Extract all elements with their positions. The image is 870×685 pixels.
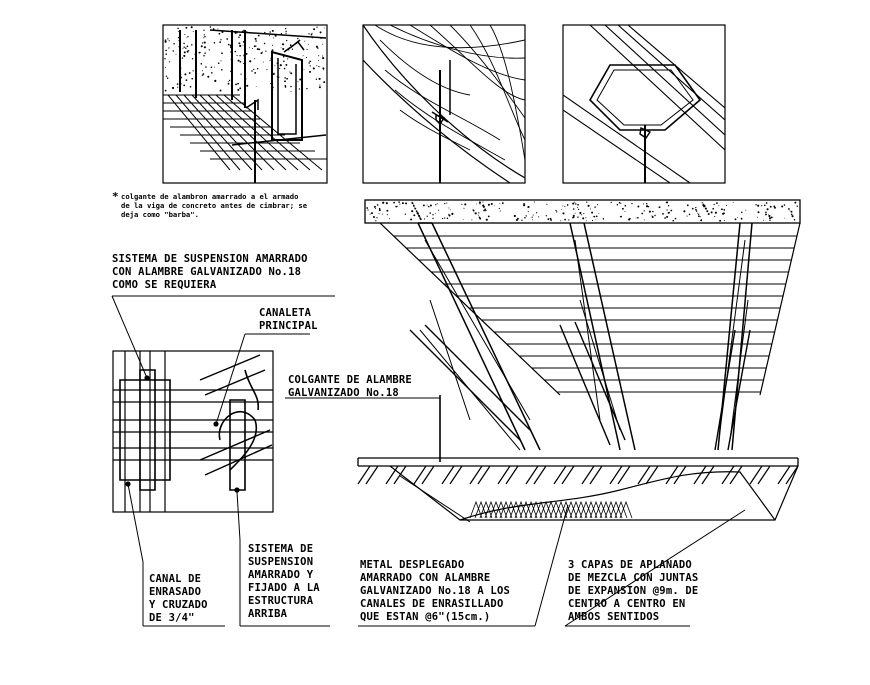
furring-channel-line-4: DE 3/4" bbox=[149, 612, 195, 624]
suspension-tied-line-1: SISTEMA DE bbox=[248, 543, 313, 555]
suspension-tied-line-6: ARRIBA bbox=[248, 608, 288, 620]
wire-hanger-line-1: COLGANTE DE ALAMBRE bbox=[288, 374, 412, 386]
suspension-tied-line-4: FIJADO A LA bbox=[248, 582, 320, 594]
note-line-2: de la viga de concreto antes de cimbrar;… bbox=[121, 201, 308, 210]
expanded-metal-line-5: QUE ESTAN @6"(15cm.) bbox=[360, 611, 490, 623]
suspension-tied-line-3: AMARRADO Y bbox=[248, 569, 314, 581]
label-furring-channel: CANAL DE ENRASADO Y CRUZADO DE 3/4" bbox=[149, 573, 208, 624]
detail-beam-rebar-hanger bbox=[162, 24, 328, 184]
plaster-line-1: 3 CAPAS DE APLANADO bbox=[568, 559, 692, 571]
expanded-metal-line-1: METAL DESPLEGADO bbox=[360, 559, 464, 571]
note-marker: * bbox=[112, 190, 119, 203]
label-suspension-tied: SISTEMA DE SUSPENSION AMARRADO Y FIJADO … bbox=[248, 543, 320, 620]
expanded-metal-line-2: AMARRADO CON ALAMBRE bbox=[360, 572, 490, 584]
hanger-note: * colgante de alambron amarrado a el arm… bbox=[112, 190, 308, 219]
leader-lines bbox=[111, 295, 746, 627]
furring-channel-line-1: CANAL DE bbox=[149, 573, 201, 585]
note-line-1: colgante de alambron amarrado a el armad… bbox=[121, 192, 298, 201]
plaster-line-2: DE MEZCLA CON JUNTAS bbox=[568, 572, 698, 584]
main-channel-line-1: CANALETA bbox=[259, 307, 312, 319]
label-plaster: 3 CAPAS DE APLANADO DE MEZCLA CON JUNTAS… bbox=[568, 559, 698, 623]
suspension-system-line-3: COMO SE REQUIERA bbox=[112, 279, 217, 291]
suspension-tied-line-2: SUSPENSION bbox=[248, 556, 313, 568]
main-channel-line-2: PRINCIPAL bbox=[259, 320, 318, 332]
suspension-system-line-2: CON ALAMBRE GALVANIZADO No.18 bbox=[112, 266, 301, 278]
detail-wood-beam-hanger bbox=[362, 24, 526, 184]
concrete-slab bbox=[364, 199, 801, 224]
note-line-3: deja como "barba". bbox=[121, 210, 199, 219]
plaster-line-5: AMBOS SENTIDOS bbox=[568, 611, 659, 623]
wire-hanger-line-2: GALVANIZADO No.18 bbox=[288, 387, 399, 399]
label-wire-hanger: COLGANTE DE ALAMBRE GALVANIZADO No.18 bbox=[288, 374, 412, 399]
plaster-line-3: DE EXPANSION @9m. DE bbox=[568, 585, 698, 597]
label-expanded-metal: METAL DESPLEGADO AMARRADO CON ALAMBRE GA… bbox=[360, 559, 510, 623]
detail-steel-joist-hanger bbox=[562, 24, 726, 184]
furring-channel-line-2: ENRASADO bbox=[149, 586, 201, 598]
expanded-metal-line-4: CANALES DE ENRASILLADO bbox=[360, 598, 503, 610]
label-suspension-system: SISTEMA DE SUSPENSION AMARRADO CON ALAMB… bbox=[112, 253, 308, 291]
detail-channel-clip bbox=[112, 350, 274, 513]
suspension-system-line-1: SISTEMA DE SUSPENSION AMARRADO bbox=[112, 253, 308, 265]
suspension-tied-line-5: ESTRUCTURA bbox=[248, 595, 314, 607]
plaster-line-4: CENTRO A CENTRO EN bbox=[568, 598, 685, 610]
isometric-ceiling-assembly bbox=[357, 199, 801, 523]
label-main-channel: CANALETA PRINCIPAL bbox=[259, 307, 318, 332]
expanded-metal-line-3: GALVANIZADO No.18 A LOS bbox=[360, 585, 510, 597]
furring-channel-line-3: Y CRUZADO bbox=[149, 599, 208, 611]
